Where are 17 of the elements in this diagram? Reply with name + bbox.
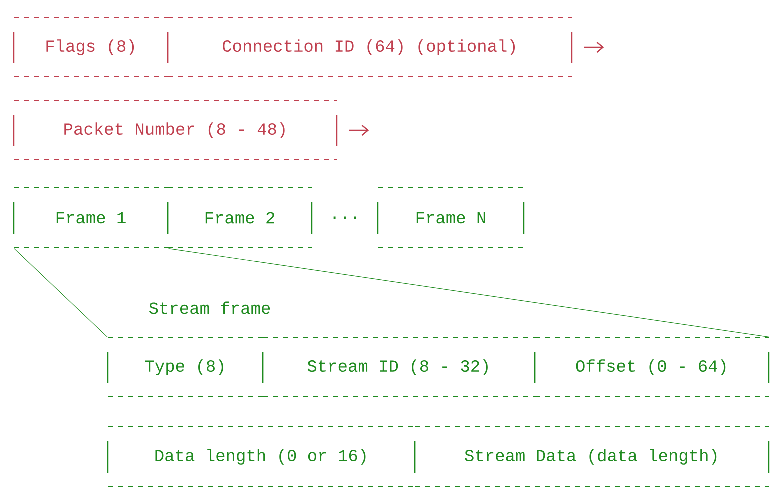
field-cell: Frame 2 [167,188,313,248]
leader-line [14,248,108,338]
ellipsis: ... [334,216,356,220]
field-cell: Stream ID (8 - 32) [262,338,536,398]
field-cell: Data length (0 or 16) [107,426,416,488]
field-cell: Flags (8) [13,18,169,78]
field-cell: Stream Data (data length) [414,426,770,488]
field-cell: Packet Number (8 - 48) [13,100,338,160]
arrow [349,125,370,136]
arrow [584,42,604,53]
field-cell: Frame N [377,188,525,248]
field-cell: Offset (0 - 64) [534,338,770,398]
field-cell: Frame 1 [13,188,169,248]
field-cell: Connection ID (64) (optional) [167,18,573,78]
leader-line [168,248,770,338]
heading: Stream frame [149,302,270,314]
field-cell: Type (8) [107,338,264,398]
